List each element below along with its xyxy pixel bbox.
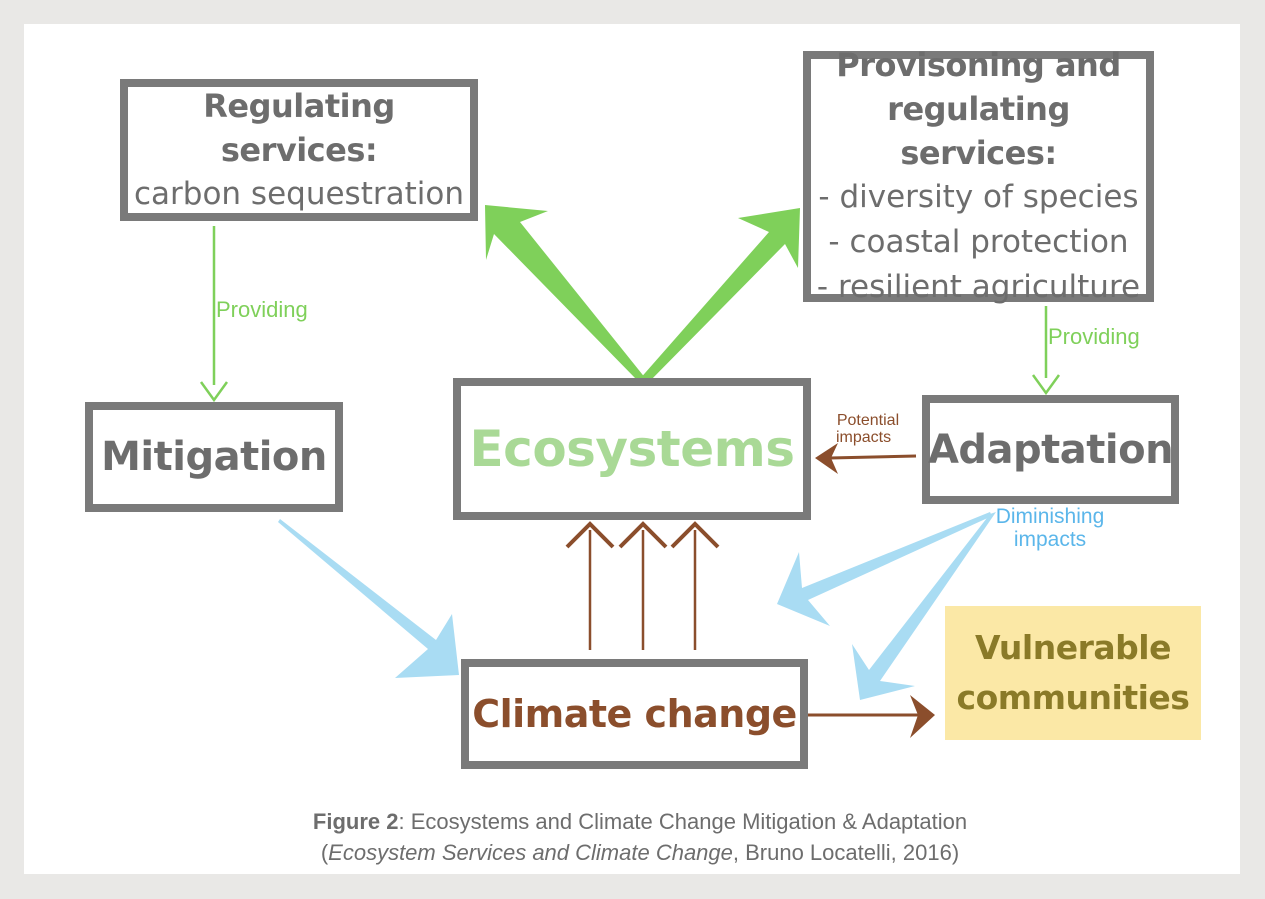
mitigation-title: Mitigation <box>101 434 327 480</box>
arrows-climate-to-ecosystems <box>565 521 720 650</box>
arrow-adaptation-to-vulnerable <box>852 512 996 700</box>
caption-source-rest: , Bruno Locatelli, 2016) <box>732 840 960 865</box>
arrow-adaptation-to-climate <box>777 512 992 626</box>
adaptation-title: Adaptation <box>927 426 1174 473</box>
diminishing-impacts-line-1: Diminishing <box>995 505 1105 528</box>
arrow-adaptation-to-ecosystems <box>815 443 917 474</box>
caption-source-title: Ecosystem Services and Climate Change <box>328 840 733 865</box>
diminishing-impacts-label: Diminishing impacts <box>986 505 1114 551</box>
potential-impacts-line-2: impacts <box>836 429 892 446</box>
regulating-line: carbon sequestration <box>134 175 464 212</box>
ecosystems-box: Ecosystems <box>453 378 811 520</box>
vulnerable-title-1: Vulnerable <box>975 628 1171 667</box>
diminishing-impacts-line-2: impacts <box>1013 528 1087 551</box>
caption-open-paren: ( <box>320 840 329 865</box>
vulnerable-title-2: communities <box>956 678 1190 717</box>
provisioning-heading-2: regulating services: <box>887 90 1070 172</box>
provisioning-item: - resilient agriculture <box>816 269 1141 305</box>
providing-label-right: Providing <box>1048 324 1140 349</box>
providing-label-left: Providing <box>216 297 308 322</box>
caption-line-2: (Ecosystem Services and Climate Change, … <box>240 837 1040 868</box>
arrow-ecosystems-to-provisioning <box>638 208 800 385</box>
provisioning-item: - diversity of species <box>818 179 1139 215</box>
caption-figure-number: Figure 2 <box>312 809 399 834</box>
regulating-heading: Regulating services: <box>203 86 395 169</box>
adaptation-box: Adaptation <box>922 395 1179 504</box>
mitigation-box: Mitigation <box>85 402 343 512</box>
provisioning-heading-1: Provisoning and <box>836 46 1121 84</box>
regulating-services-box: Regulating services: carbon sequestratio… <box>120 79 478 221</box>
figure-caption: Figure 2: Ecosystems and Climate Change … <box>240 806 1040 868</box>
ecosystems-title: Ecosystems <box>469 420 795 478</box>
arrow-mitigation-to-climate <box>278 519 459 678</box>
potential-impacts-label: Potential impacts <box>826 412 910 446</box>
climate-change-title: Climate change <box>472 692 797 736</box>
caption-description: : Ecosystems and Climate Change Mitigati… <box>398 809 968 834</box>
arrow-provisioning-to-adaptation <box>1031 306 1061 396</box>
climate-change-box: Climate change <box>461 659 808 769</box>
vulnerable-communities-box: Vulnerable communities <box>945 606 1201 740</box>
arrow-climate-to-vulnerable <box>808 695 935 738</box>
potential-impacts-line-1: Potential <box>836 412 900 429</box>
provisioning-services-box: Provisoning and regulating services: - d… <box>803 46 1154 305</box>
caption-line-1: Figure 2: Ecosystems and Climate Change … <box>240 806 1040 837</box>
arrow-regulating-to-mitigation <box>199 226 229 403</box>
arrow-ecosystems-to-regulating <box>485 205 646 381</box>
provisioning-item: - coastal protection <box>828 224 1129 260</box>
